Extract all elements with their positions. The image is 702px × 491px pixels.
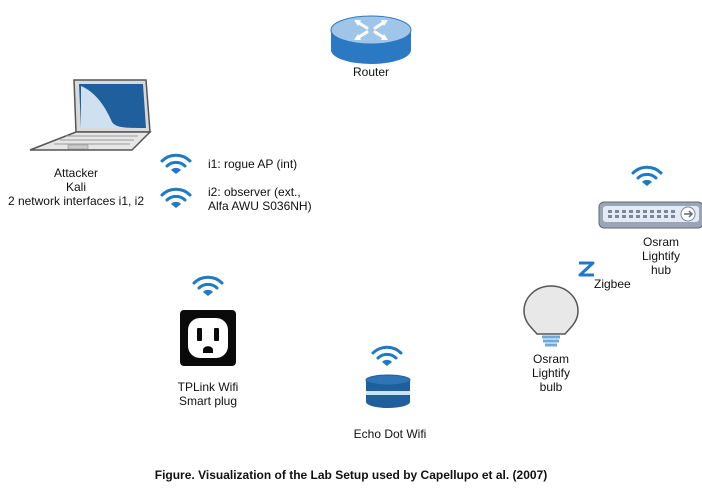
wifi-icon — [192, 273, 224, 297]
lightbulb-icon — [521, 284, 581, 348]
interface-i2-label-line-2: Alfa AWU S036NH) — [208, 199, 312, 213]
router-label: Router — [352, 65, 390, 79]
wifi-icon — [631, 163, 663, 187]
hub-label-line-3: hub — [650, 263, 672, 277]
attacker-label-line-2: Kali — [65, 180, 86, 194]
figure-caption: Figure. Visualization of the Lab Setup u… — [154, 468, 548, 482]
wifi-icon — [160, 185, 192, 209]
bulb-label-line-2: Lightify — [531, 366, 571, 380]
interface-i1-label: i1: rogue AP (int) — [208, 157, 298, 171]
echo-dot-icon — [364, 374, 412, 410]
wifi-icon — [371, 343, 403, 367]
bulb-label-line-1: Osram — [533, 352, 569, 366]
hub-label-line-1: Osram — [643, 235, 679, 249]
zigbee-label: Zigbee — [594, 277, 631, 291]
hub-icon — [598, 201, 702, 231]
bulb-label-line-3: bulb — [539, 380, 563, 394]
router-icon — [329, 12, 413, 68]
interface-i2-label-line-1: i2: observer (ext., — [208, 185, 301, 199]
smart-plug-icon — [180, 310, 236, 366]
hub-label-line-2: Lightify — [641, 249, 681, 263]
laptop-icon — [26, 78, 156, 152]
attacker-label-line-3: 2 network interfaces i1, i2 — [7, 194, 145, 208]
plug-label-line-1: TPLink Wifi — [177, 380, 239, 394]
plug-label-line-2: Smart plug — [178, 394, 238, 408]
zigbee-icon — [576, 260, 596, 278]
echo-label: Echo Dot Wifi — [353, 427, 427, 441]
wifi-icon — [160, 151, 192, 175]
attacker-label-line-1: Attacker — [53, 166, 98, 180]
